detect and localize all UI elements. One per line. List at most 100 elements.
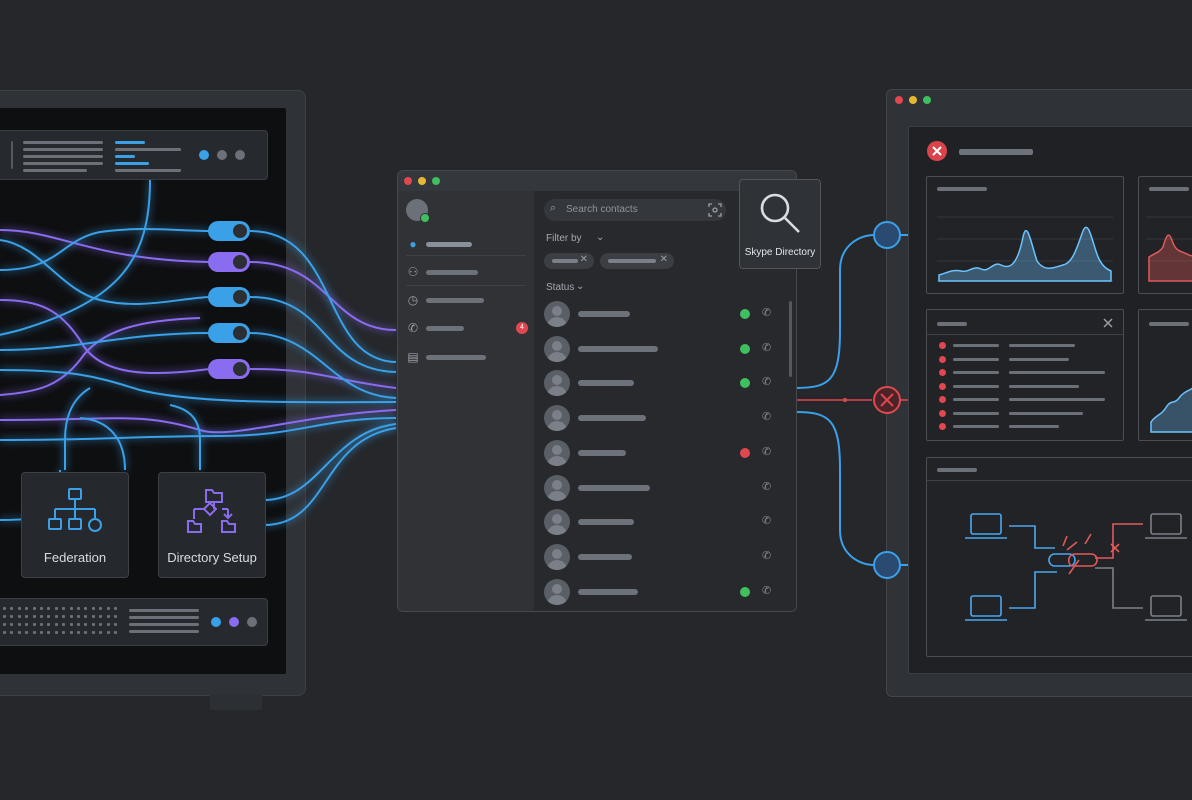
left-monitor-screen [0,108,286,674]
close-icon[interactable]: ✕ [579,254,588,265]
phone-icon[interactable]: ✆ [762,411,772,424]
chevron-down-icon[interactable]: ⌄ [596,232,605,243]
title-bar[interactable] [398,171,796,191]
contact-row[interactable]: ✆ [544,405,794,432]
log-row [939,369,1111,377]
filter-chip[interactable]: ✕ [600,253,674,269]
metrics-chart-panel-3 [1138,309,1192,441]
status-dot-grey [217,150,227,160]
contact-row[interactable]: ✆ [544,474,794,501]
close-icon[interactable]: ✕ [659,254,668,265]
contact-row[interactable]: ✆ [544,543,794,570]
magnifier-icon [760,193,800,233]
left-bottom-toolbar [0,598,268,646]
rising-area-chart [1150,387,1192,433]
toggle-switch[interactable] [208,252,250,272]
metrics-chart-panel-2 [1138,176,1192,294]
blue-area-chart [937,216,1113,282]
avatar [544,335,570,362]
skype-window[interactable]: ● ⚇ ◷ ✆ 4 ▤ ⌕ Search contacts F [397,170,797,612]
phone-icon[interactable]: ✆ [762,341,772,354]
search-icon: ⌕ [550,202,557,214]
minimize-window-button[interactable] [418,177,426,185]
sidebar-item-recent[interactable]: ◷ [406,289,528,311]
directory-setup-tile[interactable]: Directory Setup [158,472,266,578]
status-dot-blue [211,617,221,627]
log-row [939,355,1111,364]
filter-by-label[interactable]: Filter by [546,233,582,244]
toggle-switch[interactable] [208,287,250,307]
avatar [544,301,570,327]
close-window-button[interactable] [404,177,412,185]
close-icon[interactable] [1103,318,1113,328]
left-monitor-stand [210,694,262,710]
presence-indicator [740,309,750,319]
log-row [939,382,1111,391]
avatar [544,578,570,605]
contact-row[interactable]: ✆ [544,509,794,536]
clock-icon: ◷ [407,293,419,307]
phone-icon[interactable]: ✆ [762,584,772,597]
skype-directory-label: Skype Directory [744,247,816,258]
phone-icon[interactable]: ✆ [762,445,772,458]
phone-icon[interactable]: ✆ [762,307,772,319]
avatar [544,543,570,570]
phone-icon: ✆ [407,321,419,335]
avatar [544,370,570,397]
user-avatar[interactable] [406,199,430,223]
sidebar-item-groups[interactable]: ⚇ [406,261,528,283]
avatar [544,405,570,432]
log-row [939,423,1111,431]
search-input[interactable]: ⌕ Search contacts [544,199,726,221]
status-label[interactable]: Status [546,282,575,293]
status-dot-purple [229,617,239,627]
contact-row[interactable]: ✆ [544,301,794,327]
filter-chip[interactable]: ✕ [544,253,594,269]
log-row [939,342,1111,350]
avatar [544,474,570,501]
federation-tile[interactable]: Federation [21,472,129,578]
contact-row[interactable]: ✆ [544,335,794,362]
broken-chain-icon [1062,523,1143,575]
presence-indicator [740,586,750,597]
laptop-icon [965,513,1076,621]
search-placeholder: Search contacts [566,204,638,215]
person-icon: ● [409,237,417,251]
group-icon: ⚇ [407,265,419,279]
sidebar-item-directory[interactable]: ▤ [406,346,528,368]
contact-row[interactable]: ✆ [544,439,794,466]
folder-tree-icon [187,489,236,533]
phone-icon[interactable]: ✆ [762,376,772,389]
phone-icon[interactable]: ✆ [762,549,772,562]
status-dot-blue [199,150,209,160]
contact-row[interactable]: ✆ [544,578,794,605]
toggle-switch[interactable] [208,221,250,241]
metrics-chart-panel [926,176,1124,294]
log-row [939,396,1111,404]
dot-grid [3,607,123,637]
org-chart-icon [48,488,102,532]
scrollbar[interactable] [789,301,792,377]
federation-label: Federation [43,550,107,565]
contact-row[interactable]: ✆ [544,370,794,397]
skype-directory-popup[interactable]: Skype Directory [739,179,821,269]
phone-icon[interactable]: ✆ [762,480,772,493]
network-topology-panel [926,457,1192,657]
directory-icon: ▤ [407,350,419,364]
sidebar-item-contacts[interactable]: ● [406,233,528,255]
sidebar-item-calls[interactable]: ✆ 4 [406,317,528,339]
toggle-switch[interactable] [208,359,250,379]
status-dot-grey [235,150,245,160]
scan-icon[interactable] [708,203,722,217]
presence-indicator [740,447,750,458]
error-log-panel [926,309,1124,441]
toggle-switch[interactable] [208,323,250,343]
broken-link-diagram [965,513,1187,621]
chevron-down-icon[interactable]: ⌄ [576,281,585,292]
phone-icon[interactable]: ✆ [762,515,772,528]
maximize-window-button[interactable] [432,177,440,185]
status-dot-grey [247,617,257,627]
red-area-chart [1147,216,1192,282]
directory-setup-label: Directory Setup [167,550,257,565]
left-top-toolbar [0,130,268,180]
